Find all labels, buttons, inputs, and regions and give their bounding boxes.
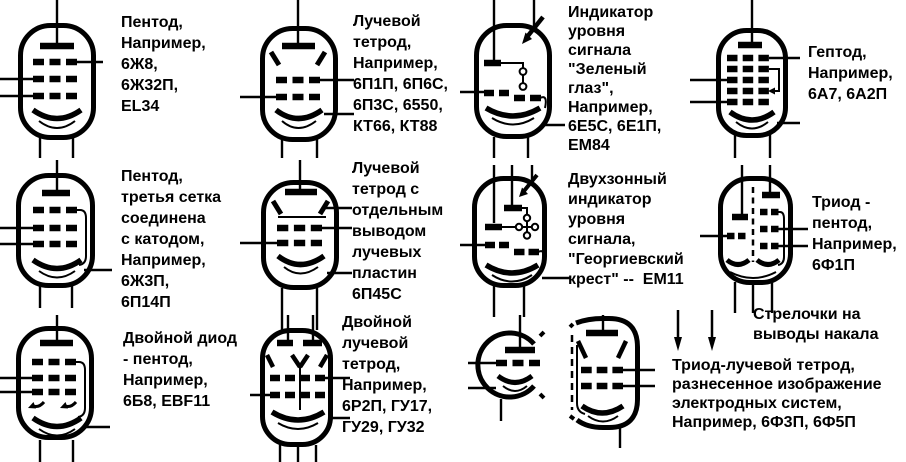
heptode-label: Гептод, Например, 6А7, 6А2П xyxy=(808,44,893,103)
triode-pentode-label: Триод - пентод, Например, 6Ф1П xyxy=(812,194,897,274)
beam-tetrode-separate-plates-label: Лучевой тетрод с отдельным выводом лучев… xyxy=(352,160,444,303)
heater-arrows-note: Стрелочки на выводы накала xyxy=(753,306,879,343)
beam-tetrode-symbol xyxy=(240,0,354,158)
magic-eye-indicator-symbol xyxy=(460,0,565,158)
beam-tetrode-label: Лучевой тетрод, Например, 6П1П, 6П6С, 6П… xyxy=(353,13,448,135)
split-view-note: Триод-лучевой тетрод, разнесенное изобра… xyxy=(672,357,882,431)
magic-eye-indicator-label: Индикатор уровня сигнала "Зеленый глаз",… xyxy=(568,4,662,154)
heater-arrows-icon xyxy=(674,310,716,351)
beam-tetrode-separate-plates-symbol xyxy=(240,160,352,330)
double-beam-tetrode-symbol xyxy=(250,315,350,462)
two-zone-indicator-label: Двухзонный индикатор уровня сигнала, "Ге… xyxy=(568,171,684,288)
pentode-symbol xyxy=(0,0,103,158)
split-triode-beam-tetrode-symbol xyxy=(468,315,655,448)
pentode-label: Пентод, Например, 6Ж8, 6Ж32П, EL34 xyxy=(121,14,206,115)
double-beam-tetrode-label: Двойной лучевой тетрод, Например, 6Р2П, … xyxy=(342,314,433,436)
double-diode-pentode-symbol xyxy=(0,315,110,462)
pentode-g3-to-cathode-label: Пентод, третья сетка соединена с катодом… xyxy=(121,168,222,311)
double-diode-pentode-label: Двойной диод - пентод, Например, 6Б8, EB… xyxy=(123,330,238,410)
heptode-symbol xyxy=(690,0,800,158)
pentode-g3-to-cathode-symbol xyxy=(0,160,112,308)
triode-pentode-symbol xyxy=(700,165,808,313)
two-zone-indicator-symbol xyxy=(460,165,570,317)
